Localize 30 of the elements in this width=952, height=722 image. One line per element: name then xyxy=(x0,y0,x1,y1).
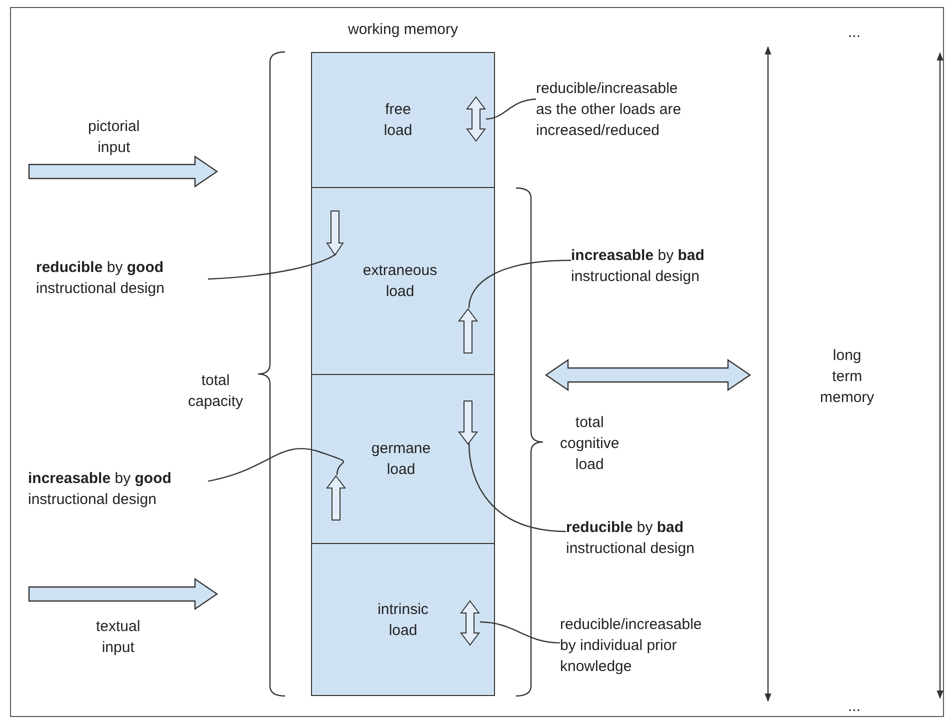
ellipsis-label: ... xyxy=(848,697,861,717)
annotation-text: reducible by good instructional design xyxy=(36,257,208,299)
annotation-text: increasable by good instructional design xyxy=(28,468,208,510)
column-heading: working memory xyxy=(348,21,458,38)
block-arrow xyxy=(544,358,752,392)
leader-line xyxy=(468,442,566,532)
hollow-arrow-icon xyxy=(459,401,477,444)
annotation-text: increasable by bad instructional design xyxy=(571,245,751,287)
hollow-arrow-icon xyxy=(467,97,485,141)
annotation-text: reducible/increasable as the other loads are increased/reduced xyxy=(536,78,696,141)
memory-label: long term memory xyxy=(772,345,874,408)
hollow-arrow-icon xyxy=(459,309,477,353)
leader-line xyxy=(468,260,572,308)
leader-line xyxy=(208,448,344,482)
brace-label: textual input xyxy=(96,617,140,658)
section-label: extraneous load xyxy=(362,261,438,302)
ellipsis-label: ... xyxy=(848,23,861,43)
annotation-text: reducible/increasable by individual prior knowledge xyxy=(560,614,720,677)
section-label: intrinsic load xyxy=(378,600,428,641)
brace-label: pictorial input xyxy=(88,117,140,158)
section-label: free load xyxy=(384,100,412,140)
hollow-arrow-icon xyxy=(327,211,343,255)
annotation-text: reducible by bad instructional design xyxy=(566,517,746,559)
brace-label: total capacity xyxy=(188,371,244,412)
leader-line xyxy=(486,98,536,120)
brace-label: total cognitive load xyxy=(560,413,620,475)
section-label: germane load xyxy=(371,439,431,480)
hollow-arrow-icon xyxy=(461,601,479,645)
leader-line xyxy=(208,254,336,280)
hollow-arrow-icon xyxy=(327,476,345,520)
